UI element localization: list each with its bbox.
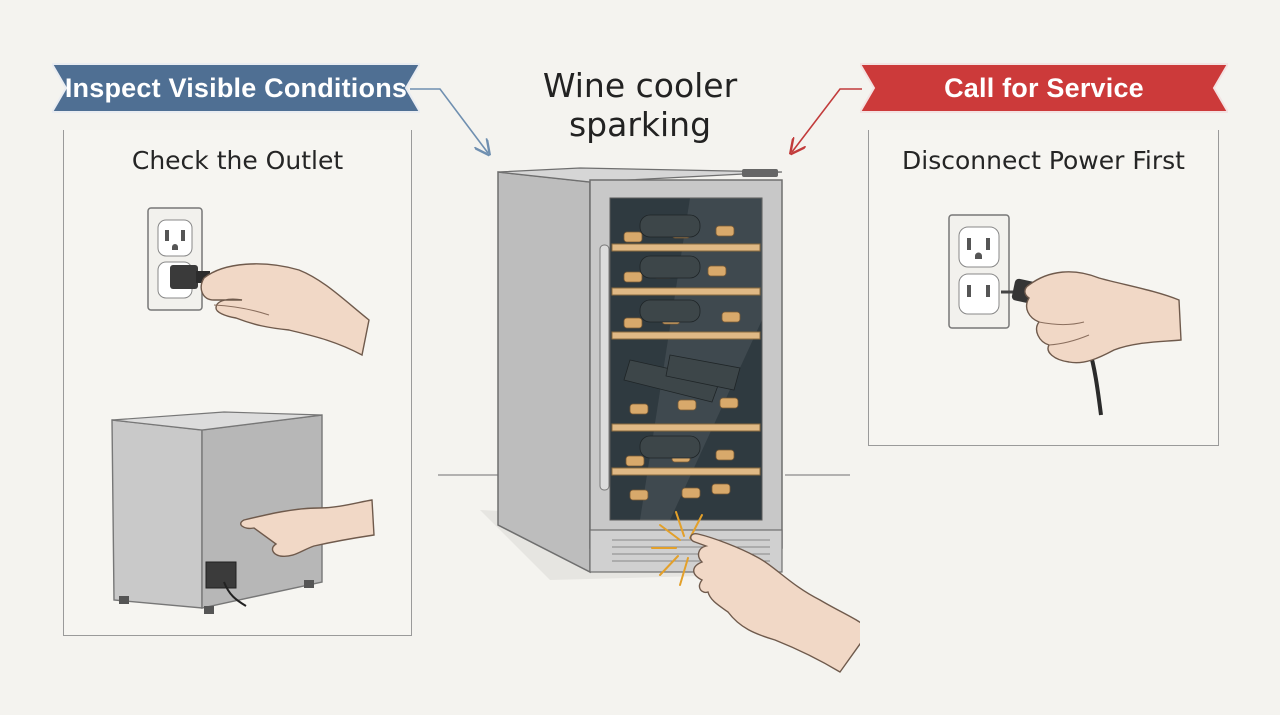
cooler-side-panel (497, 171, 591, 574)
inspect-banner-label: Inspect Visible Conditions (64, 72, 408, 103)
banner-ribbon-shape (860, 63, 1228, 113)
panel-title-disconnect-power: Disconnect Power First (902, 146, 1185, 175)
wine-cooler-illustration (480, 167, 860, 673)
wall-outlet-icon (147, 207, 203, 311)
service-panel: Disconnect Power First (868, 130, 1219, 446)
wine-bottles (623, 214, 741, 459)
cooler-control-knob (742, 169, 778, 177)
hand-pointing-cooler-icon (240, 499, 375, 558)
inspect-illustrations (111, 207, 375, 614)
inspect-panel: Check the Outlet (63, 130, 412, 636)
cooler-top (497, 167, 783, 183)
wall-outlet-icon (948, 214, 1010, 329)
banner-ribbon-shape (52, 63, 420, 113)
disconnect-illustration (948, 214, 1182, 416)
hand-pointing-outlet-icon (200, 263, 370, 357)
inspect-banner: Inspect Visible Conditions (52, 62, 420, 114)
service-banner-label: Call for Service (944, 72, 1144, 103)
page-title: Wine cooler sparking (542, 66, 738, 144)
wine-shelves (611, 243, 761, 476)
arrow-to-cooler-left (410, 88, 488, 153)
service-banner: Call for Service (860, 62, 1228, 114)
hand-pointing-spark-icon (690, 532, 860, 673)
panel-title-check-outlet: Check the Outlet (131, 146, 344, 175)
cooler-door-handle (599, 244, 610, 491)
cooler-back-panel-icon (111, 411, 323, 614)
spark-icon (651, 511, 703, 586)
hand-unplugging-icon (1024, 271, 1182, 364)
arrow-to-cooler-right (792, 88, 862, 152)
